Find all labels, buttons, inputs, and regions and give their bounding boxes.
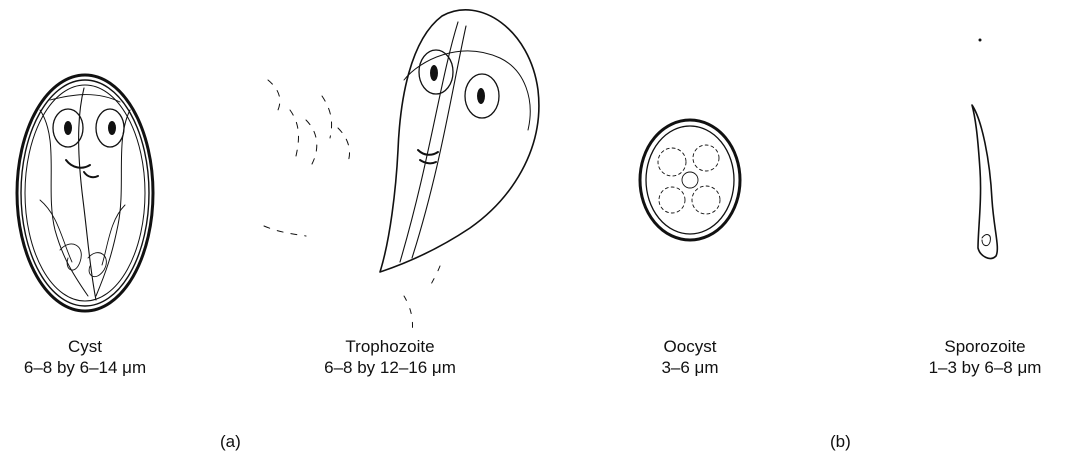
caption-sporozoite-name: Sporozoite [910, 336, 1060, 357]
cyst-median-bodies [66, 160, 98, 177]
cyst-fibril-d [60, 244, 81, 270]
oocyst-residual-body [682, 172, 698, 188]
trophozoite-drawing [264, 10, 539, 334]
cyst-nucleus-left-karyosome [64, 121, 72, 135]
caption-oocyst-name: Oocyst [630, 336, 750, 357]
oocyst-sporozoite-4 [692, 186, 720, 214]
oocyst-sporozoite-1 [658, 148, 686, 176]
sporozoite-drawing [972, 39, 997, 259]
oocyst-drawing [640, 120, 740, 240]
cyst-drawing [17, 75, 153, 311]
cyst-fibril-a [50, 95, 120, 102]
panel-label-b: (b) [830, 432, 851, 452]
caption-trophozoite: Trophozoite 6–8 by 12–16 μm [300, 336, 480, 378]
trophozoite-flagella-bottom [404, 266, 440, 334]
sporozoite-dot [979, 39, 982, 42]
oocyst-wall-inner [646, 126, 734, 234]
caption-cyst-name: Cyst [10, 336, 160, 357]
caption-sporozoite-size: 1–3 by 6–8 μm [910, 357, 1060, 378]
trophozoite-axostyle-right [412, 26, 466, 258]
cyst-wall-middle [21, 80, 149, 306]
trophozoite-flagella-left [264, 80, 350, 236]
oocyst-wall-outer [640, 120, 740, 240]
panel-label-a: (a) [220, 432, 241, 452]
caption-cyst-size: 6–8 by 6–14 μm [10, 357, 160, 378]
caption-cyst: Cyst 6–8 by 6–14 μm [10, 336, 160, 378]
oocyst-sporozoite-3 [659, 187, 685, 213]
caption-trophozoite-size: 6–8 by 12–16 μm [300, 357, 480, 378]
caption-sporozoite: Sporozoite 1–3 by 6–8 μm [910, 336, 1060, 378]
trophozoite-body [380, 10, 539, 272]
cyst-fibril-b [40, 200, 72, 262]
cyst-fibril-right [96, 110, 130, 296]
trophozoite-sucking-disc [404, 51, 530, 130]
oocyst-sporozoite-2 [693, 145, 719, 171]
sporozoite-nucleus [982, 235, 990, 246]
trophozoite-nucleus-left-karyosome [430, 65, 438, 81]
caption-oocyst: Oocyst 3–6 μm [630, 336, 750, 378]
cyst-nucleus-right-karyosome [108, 121, 116, 135]
caption-trophozoite-name: Trophozoite [300, 336, 480, 357]
trophozoite-nucleus-right-karyosome [477, 88, 485, 104]
cyst-wall-outer [17, 75, 153, 311]
caption-oocyst-size: 3–6 μm [630, 357, 750, 378]
cyst-fibril-c [102, 205, 125, 265]
